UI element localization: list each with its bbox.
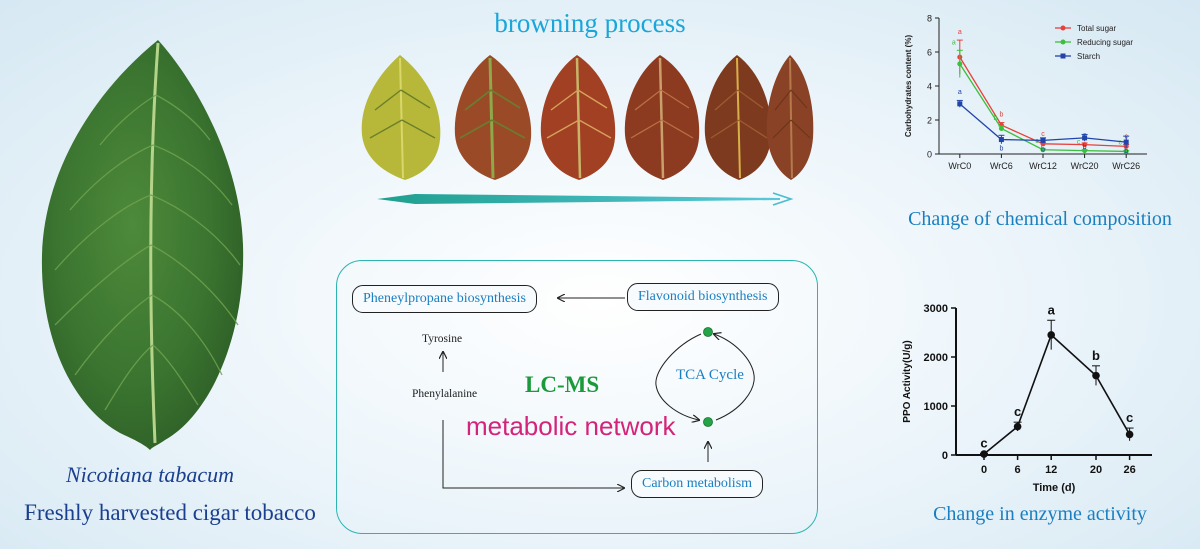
ppo-y-axis-label: PPO Activity(U/g) [902,340,913,422]
browning-leaf-2 [454,55,532,180]
carb-significance-letter: a [958,89,962,96]
carb-legend-marker [1060,53,1066,59]
carb-data-point [1082,135,1088,141]
label-phenylalanine: Phenylalanine [412,388,478,400]
ppo-significance-letter: b [1092,348,1100,363]
carb-significance-letter: b [999,112,1003,119]
carb-data-point [1040,137,1046,143]
label-tyrosine: Tyrosine [422,333,463,345]
carb-legend-label: Total sugar [1077,24,1116,33]
ppo-x-axis-label: Time (d) [1033,482,1076,494]
carb-x-tick-label: WrC6 [990,161,1013,171]
browning-leaf-4 [624,55,700,180]
carb-data-point [998,137,1004,143]
ppo-x-tick-label: 6 [1015,464,1021,476]
carb-significance-letter: c [1077,139,1081,146]
ppo-y-tick-label: 2000 [924,352,948,364]
label-tca-cycle: TCA Cycle [676,367,744,383]
carb-significance-letter: b [1041,146,1045,153]
chemical-composition-caption: Change of chemical composition [908,208,1172,230]
carb-significance-letter: a [952,39,956,46]
carb-y-axis-label: Carbohydrates content (%) [904,35,913,138]
ppo-data-point [980,450,988,458]
carb-significance-letter: c [1041,131,1045,138]
carb-data-point [1123,148,1129,154]
label-metabolic-network: metabolic network [466,411,676,441]
label-lc-ms: LC-MS [525,372,600,397]
carb-data-point [998,126,1004,131]
carb-data-point [1040,147,1046,153]
carb-significance-letter: b [1124,148,1128,155]
browning-leaf-1 [361,55,441,180]
carb-significance-letter: c [1118,140,1122,147]
carb-significance-letter: b [1083,144,1087,151]
ppo-significance-letter: c [1014,404,1021,419]
ppo-x-tick-label: 20 [1090,464,1102,476]
progress-arrow [377,192,794,206]
ppo-data-point [1013,422,1022,431]
ppo-data-point [1125,430,1134,439]
ppo-significance-letter: a [1048,302,1056,317]
ppo-x-tick-label: 26 [1123,464,1135,476]
carb-legend-marker [1060,25,1066,31]
carb-y-tick-label: 6 [927,48,932,58]
carb-significance-letter: a [958,29,962,36]
browning-title: browning process [494,8,686,38]
browning-leaf-6 [766,55,814,180]
ppo-x-tick-label: 0 [981,464,987,476]
ppo-y-tick-label: 0 [942,450,948,462]
ppo-series-line [983,333,1131,455]
node-carbon-metabolism: Carbon metabolism [631,470,764,498]
browning-leaf-3 [540,55,616,180]
ppo-x-tick-label: 12 [1045,464,1057,476]
enzyme-activity-caption: Change in enzyme activity [933,503,1147,525]
carb-significance-letter: c [1035,138,1039,145]
ppo-significance-letter: c [1126,410,1133,425]
carb-y-tick-label: 2 [927,116,932,126]
carb-data-point [957,101,963,107]
carb-y-tick-label: 8 [927,14,932,24]
carb-data-point [1123,139,1129,145]
carb-data-point [1082,142,1088,148]
ppo-y-tick-label: 3000 [924,303,948,315]
browning-leaves-strip [361,55,814,180]
carb-legend-marker [1060,39,1066,45]
carb-significance-letter: b [999,146,1003,153]
carb-data-point [1082,148,1088,154]
carb-x-tick-label: WrC20 [1071,161,1099,171]
ppo-y-tick-label: 1000 [924,401,948,413]
carb-y-tick-label: 0 [927,150,932,160]
carb-significance-letter: b [993,115,997,122]
metabolic-network-box [336,260,818,534]
carb-y-tick-label: 4 [927,82,932,92]
browning-leaf-5 [704,55,772,180]
carb-x-tick-label: WrC0 [948,161,971,171]
carb-legend-label: Reducing sugar [1077,38,1133,47]
fresh-tobacco-leaf-image [41,40,244,450]
carb-x-tick-label: WrC12 [1029,161,1057,171]
node-pheneylpropane-biosynthesis: Pheneylpropane biosynthesis [352,285,537,313]
ppo-data-point [1092,371,1100,380]
ppo-data-point [1047,331,1055,339]
carb-x-tick-label: WrC26 [1112,161,1140,171]
ppo-significance-letter: c [980,436,987,451]
node-flavonoid-biosynthesis: Flavonoid biosynthesis [627,283,779,311]
species-name: Nicotiana tabacum [65,462,235,487]
carb-data-point [957,61,963,67]
carb-legend-label: Starch [1077,52,1100,61]
harvest-description: Freshly harvested cigar tobacco [24,500,316,525]
